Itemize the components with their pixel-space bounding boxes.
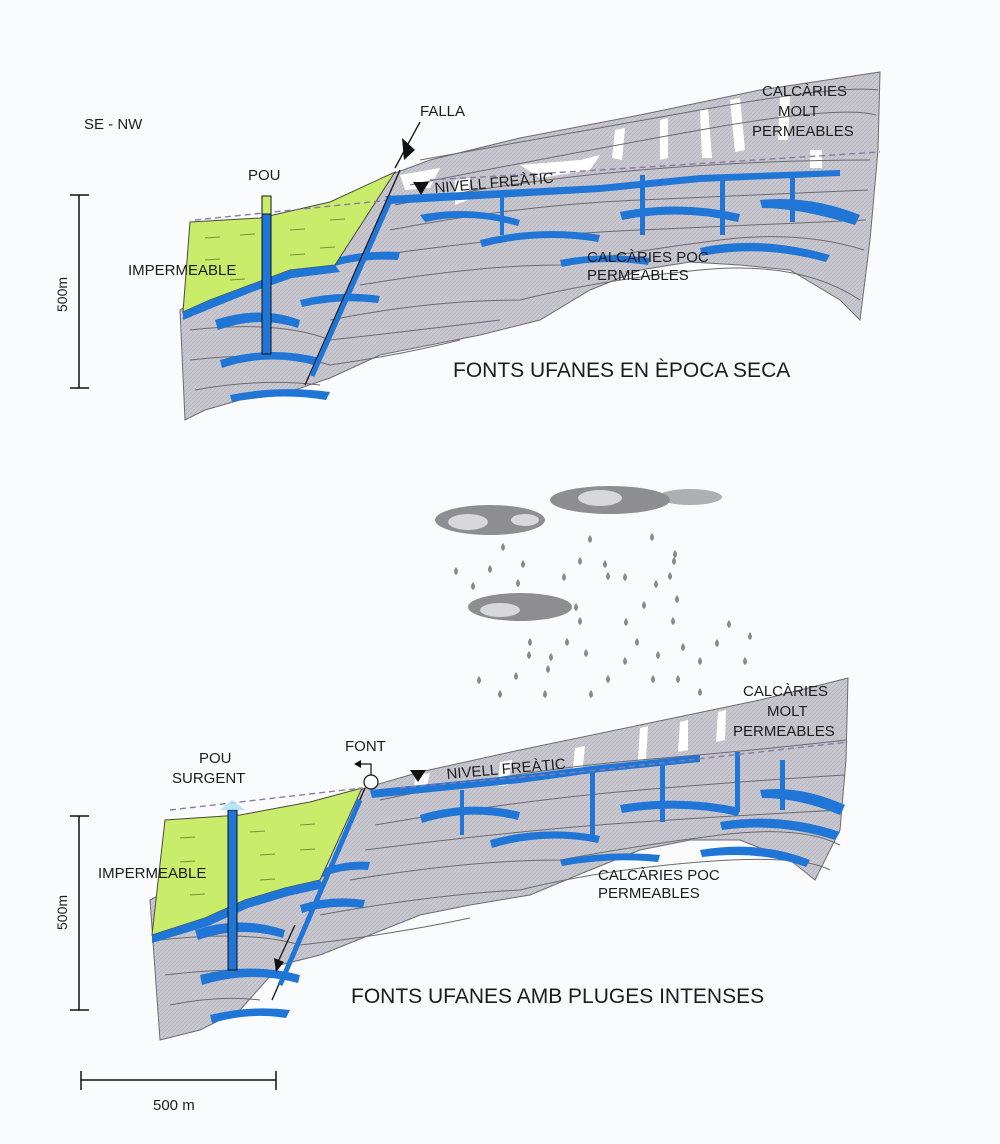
rain-drop-icon xyxy=(642,601,646,609)
rain-drop-icon xyxy=(498,690,502,698)
rain-drop-icon xyxy=(671,617,675,625)
orientation-label: SE - NW xyxy=(84,116,143,133)
rain-drop-icon xyxy=(673,550,677,558)
rain-drop-icon xyxy=(606,572,610,580)
fault-arrow-icon xyxy=(402,138,415,160)
rain-drop-icon xyxy=(654,580,658,588)
lower-limestone-label-2: PERMEABLES xyxy=(598,885,700,902)
rain-drop-icon xyxy=(603,560,607,568)
well-label-1: POU xyxy=(199,750,232,767)
rain-drop-icon xyxy=(606,675,610,683)
lower-limestone-label-1: CALCÀRIES POC xyxy=(587,249,709,266)
spring-label: FONT xyxy=(345,738,386,755)
karst-voids xyxy=(400,95,822,205)
rain-cloud-icon xyxy=(468,593,572,621)
well xyxy=(261,195,272,355)
rain-drop-icon xyxy=(477,676,481,684)
vertical-scale-label: 500m xyxy=(54,277,70,312)
fault-line xyxy=(304,169,401,386)
rain-drop-icon xyxy=(516,579,520,587)
rain-drop-icon xyxy=(676,675,680,683)
rain-clouds xyxy=(435,486,722,621)
section-title: FONTS UFANES AMB PLUGES INTENSES xyxy=(351,985,764,1008)
fault-label: FALLA xyxy=(420,103,465,120)
rain-drop-icon xyxy=(584,649,588,657)
upper-limestone-label-2: MOLT xyxy=(778,103,819,120)
upper-limestone-label-2: MOLT xyxy=(767,703,808,720)
rain-drop-icon xyxy=(588,535,592,543)
upper-limestone-label-3: PERMEABLES xyxy=(752,123,854,140)
horizontal-scale-label: 500 m xyxy=(153,1097,195,1114)
rain-drop-icon xyxy=(471,582,475,590)
artesian-well xyxy=(227,809,238,971)
section-title: FONTS UFANES EN ÈPOCA SECA xyxy=(453,359,790,382)
rain-drop-icon xyxy=(668,572,672,580)
rain-drop-icon xyxy=(549,653,553,661)
rain-drop-icon xyxy=(624,618,628,626)
water-table-triangle-icon xyxy=(413,182,429,195)
clay-dashes xyxy=(204,218,346,281)
vertical-scale-bar: 500m xyxy=(54,194,89,389)
water-table-triangle-icon xyxy=(410,770,426,782)
rain-drop-icon xyxy=(578,617,582,625)
rain-drop-icon xyxy=(574,603,578,611)
vertical-scale-label: 500m xyxy=(54,895,70,930)
well-label: POU xyxy=(248,167,281,184)
rain-drop-icon xyxy=(651,675,655,683)
rain-drop-icon xyxy=(488,565,492,573)
artesian-spout-icon xyxy=(220,800,245,810)
rain-cloud-icon xyxy=(550,486,722,514)
rain-drop-icon xyxy=(565,638,569,646)
fault-arrow-icon xyxy=(277,924,296,963)
upper-limestone-label-3: PERMEABLES xyxy=(733,723,835,740)
rain-drop-icon xyxy=(623,657,627,665)
water-table-line xyxy=(169,787,363,811)
clay-base-water xyxy=(152,880,324,943)
rain-drop-icon xyxy=(743,657,747,665)
rain-drop-icon xyxy=(715,639,719,647)
rain-drop-icon xyxy=(748,632,752,640)
rain-drop-icon xyxy=(672,557,676,565)
rain-drop-icon xyxy=(578,557,582,565)
rain-drop-icon xyxy=(546,665,550,673)
impermeable-label: IMPERMEABLE xyxy=(128,262,236,279)
rain-drop-icon xyxy=(675,595,679,603)
rain-cloud-icon xyxy=(435,505,545,535)
section-wet: FONT POU SURGENT IMPERMEABLE NIVELL FREÀ… xyxy=(54,677,849,1041)
rain-drop-icon xyxy=(623,573,627,581)
rain-drop-icon xyxy=(635,638,639,646)
groundwater xyxy=(215,170,860,402)
rain-drop-icon xyxy=(501,543,505,551)
rain-drop-icon xyxy=(698,688,702,696)
rain-drop-icon xyxy=(521,560,525,568)
rain-drop-icon xyxy=(698,657,702,665)
upper-limestone-label-1: CALCÀRIES xyxy=(762,83,847,100)
rain-drop-icon xyxy=(650,533,654,541)
rain-drop-icon xyxy=(656,651,660,659)
well-label-2: SURGENT xyxy=(172,770,245,787)
clay-dashes xyxy=(179,823,316,896)
rain-drop-icon xyxy=(528,638,532,646)
rain-drops xyxy=(454,533,752,698)
rain-drop-icon xyxy=(562,573,566,581)
vertical-scale-bar: 500m xyxy=(54,815,89,1011)
rain-drop-icon xyxy=(543,690,547,698)
horizontal-scale-bar: 500 m xyxy=(80,1071,277,1114)
lower-limestone-label-2: PERMEABLES xyxy=(587,267,689,284)
lower-limestone-label-1: CALCÀRIES POC xyxy=(598,867,720,884)
upper-limestone-label-1: CALCÀRIES xyxy=(743,683,828,700)
rain-drop-icon xyxy=(589,690,593,698)
water-table-line xyxy=(194,199,391,221)
rain-drop-icon xyxy=(681,643,685,651)
rain-drop-icon xyxy=(454,567,458,575)
clay-base-water xyxy=(183,265,340,320)
rain-drop-icon xyxy=(727,620,731,628)
impermeable-label: IMPERMEABLE xyxy=(98,865,206,882)
rain-drop-icon xyxy=(527,651,531,659)
spring-icon xyxy=(354,760,379,790)
section-dry: FALLA POU IMPERMEABLE NIVELL FREÀTIC CAL… xyxy=(54,71,881,421)
rain-drop-icon xyxy=(514,672,518,680)
